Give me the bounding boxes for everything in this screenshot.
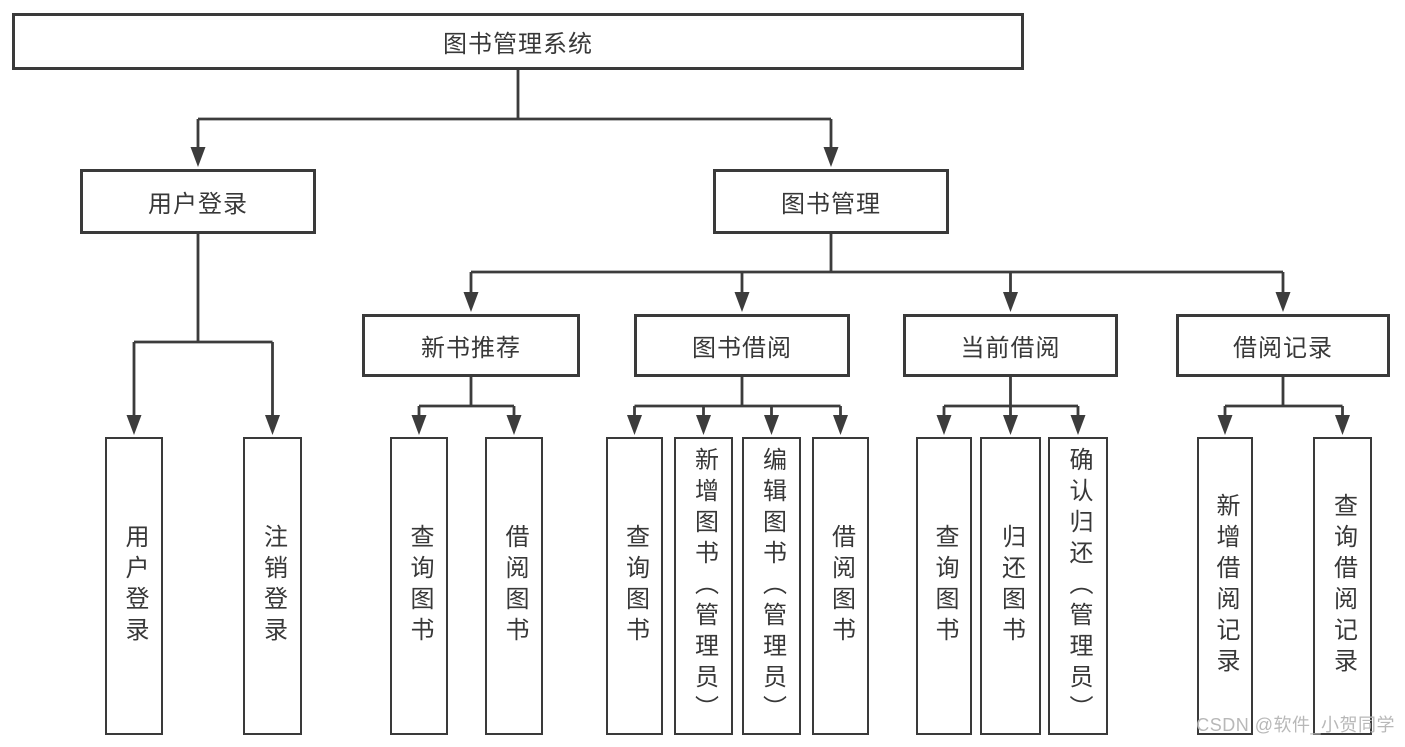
leaf-query-books-recommend: 查询图书 — [390, 437, 448, 735]
leaf-user-login: 用户登录 — [105, 437, 163, 735]
connector-book-management-to-level3 — [463, 234, 1291, 312]
node-root: 图书管理系统 — [12, 13, 1024, 70]
node-new-book-recommend: 新书推荐 — [362, 314, 580, 377]
leaf-edit-book-admin: 编辑图书（管理员） — [742, 437, 801, 735]
node-book-borrow: 图书借阅 — [634, 314, 850, 377]
node-book-management: 图书管理 — [713, 169, 949, 234]
leaf-logout: 注销登录 — [243, 437, 302, 735]
connector-book-borrow-to-leaves — [627, 377, 848, 435]
connector-new-book-recommend-to-leaves — [411, 377, 522, 435]
connector-root-to-level2 — [190, 70, 839, 167]
connector-current-borrow-to-leaves — [936, 377, 1086, 435]
leaf-borrow-books: 借阅图书 — [812, 437, 869, 735]
node-borrow-records: 借阅记录 — [1176, 314, 1390, 377]
leaf-borrow-books-recommend: 借阅图书 — [485, 437, 543, 735]
csdn-watermark: CSDN @软件_小贺同学 — [1196, 715, 1395, 735]
connector-user-login-to-leaves — [126, 234, 280, 435]
connector-borrow-records-to-leaves — [1217, 377, 1350, 435]
leaf-query-books-current: 查询图书 — [916, 437, 972, 735]
leaf-return-book: 归还图书 — [980, 437, 1041, 735]
leaf-confirm-return-admin: 确认归还（管理员） — [1048, 437, 1108, 735]
leaf-query-books-borrow: 查询图书 — [606, 437, 663, 735]
node-user-login: 用户登录 — [80, 169, 316, 234]
node-current-borrow: 当前借阅 — [903, 314, 1118, 377]
leaf-add-borrow-record: 新增借阅记录 — [1197, 437, 1253, 735]
leaf-add-book-admin: 新增图书（管理员） — [674, 437, 733, 735]
leaf-query-borrow-record: 查询借阅记录 — [1313, 437, 1372, 735]
